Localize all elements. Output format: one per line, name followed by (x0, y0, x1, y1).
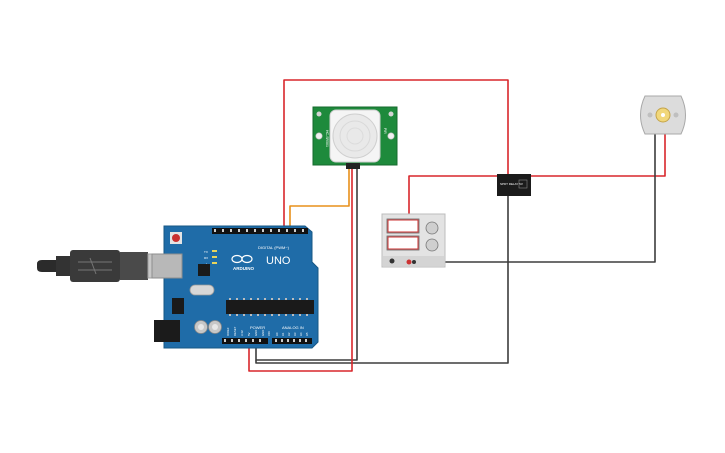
supply-terminal-negative[interactable] (389, 258, 395, 264)
crystal-oscillator (189, 284, 215, 296)
wire-red-pir-vcc[interactable] (248, 169, 353, 372)
svg-text:VIN: VIN (267, 331, 271, 336)
pir-side-text-right: PIR (383, 128, 387, 134)
usb-chip (198, 264, 210, 276)
pir-sensor[interactable]: HC-SR501 PIR (312, 106, 398, 169)
svg-text:A5: A5 (305, 332, 309, 336)
relay-label: SPDT RELAY 5V (500, 182, 523, 186)
arduino-logo: ARDUINO (231, 254, 254, 271)
svg-text:5V: 5V (247, 332, 251, 336)
svg-text:RESET: RESET (233, 326, 237, 336)
pir-side-text-left: HC-SR501 (325, 130, 329, 147)
wire-orange-signal[interactable] (289, 169, 350, 235)
voltage-regulator (172, 298, 184, 314)
svg-text:IOREF: IOREF (226, 327, 230, 336)
power-jack (154, 320, 180, 342)
arduino-brand: ARDUINO (233, 266, 254, 271)
svg-text:A2: A2 (287, 332, 291, 336)
dc-power-supply[interactable] (381, 213, 446, 268)
wire-black-pir-gnd[interactable] (255, 169, 358, 361)
supply-display-bottom (386, 235, 420, 251)
pir-pins (346, 163, 360, 169)
svg-text:3.3V: 3.3V (240, 330, 244, 336)
svg-text:RX: RX (204, 256, 208, 260)
pir-dome (332, 113, 378, 159)
digital-header (212, 228, 308, 234)
relay[interactable]: SPDT RELAY 5V (497, 174, 531, 196)
analog-header-label: ANALOG IN (282, 325, 304, 330)
power-header-label: POWER (250, 325, 265, 330)
wire-red-relay-motor[interactable] (530, 134, 666, 177)
svg-text:A1: A1 (281, 332, 285, 336)
wires (248, 79, 666, 372)
supply-terminal-positive[interactable] (406, 259, 412, 265)
wire-black-relay-gnd[interactable] (255, 192, 509, 364)
uno-label: UNO (266, 255, 291, 267)
svg-text:TX: TX (204, 250, 208, 254)
svg-text:A4: A4 (299, 332, 303, 336)
supply-knob-voltage[interactable] (425, 221, 439, 235)
digital-header-label: DIGITAL (PWM~) (258, 245, 290, 250)
dc-motor[interactable] (640, 95, 686, 135)
arduino-uno-board[interactable]: DIGITAL (PWM~) ARDUINO UNO TX RX L (151, 225, 319, 349)
wire-red-pir-relay[interactable] (283, 79, 509, 235)
atmega-chip (226, 300, 314, 314)
svg-text:GND: GND (261, 330, 265, 336)
supply-knob-current[interactable] (425, 238, 439, 252)
supply-display-top (386, 218, 420, 234)
analog-header (272, 338, 312, 344)
svg-text:A3: A3 (293, 332, 297, 336)
svg-text:A0: A0 (275, 332, 279, 336)
wire-black-motor-supply[interactable] (414, 134, 656, 263)
svg-text:GND: GND (254, 330, 258, 336)
